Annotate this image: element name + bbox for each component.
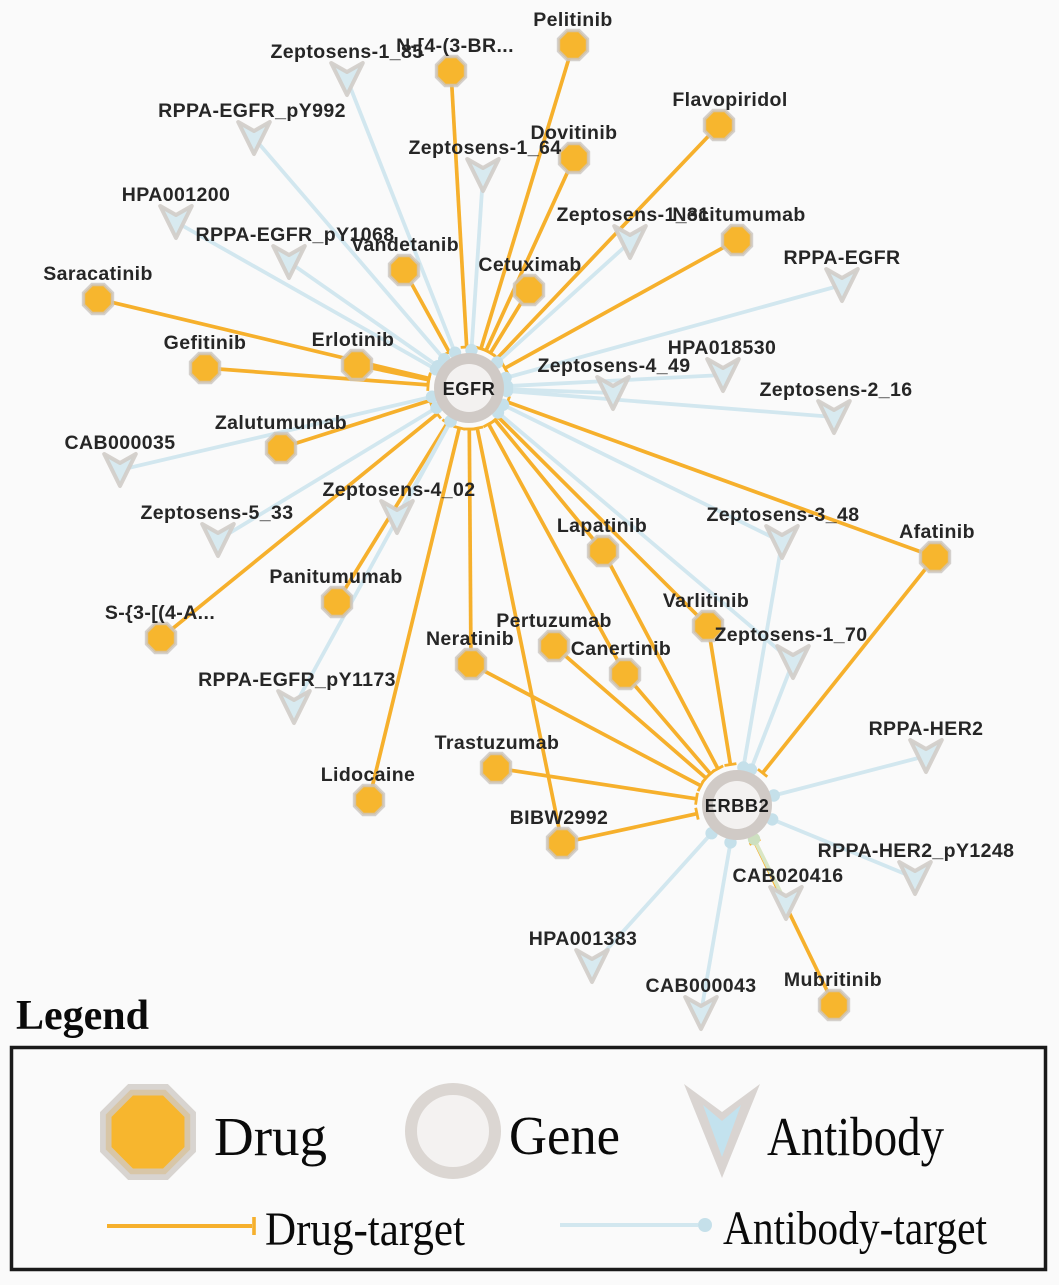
- svg-text:Zeptosens-5_33: Zeptosens-5_33: [141, 502, 294, 524]
- svg-text:CAB000035: CAB000035: [65, 432, 176, 454]
- svg-text:Dovitinib: Dovitinib: [530, 122, 617, 144]
- svg-text:Zeptosens-1_85: Zeptosens-1_85: [271, 41, 424, 63]
- svg-text:Antibody: Antibody: [767, 1106, 944, 1167]
- svg-text:Erlotinib: Erlotinib: [312, 329, 395, 351]
- svg-text:N-[4-(3-BR...: N-[4-(3-BR...: [396, 35, 514, 57]
- svg-text:HPA001383: HPA001383: [529, 928, 637, 950]
- svg-text:Gene: Gene: [509, 1105, 620, 1166]
- svg-text:Legend: Legend: [16, 993, 149, 1039]
- svg-text:Cetuximab: Cetuximab: [478, 254, 581, 276]
- svg-text:CAB000043: CAB000043: [646, 975, 757, 997]
- svg-text:Zeptosens-4_49: Zeptosens-4_49: [538, 355, 691, 377]
- svg-text:Lapatinib: Lapatinib: [557, 515, 647, 537]
- svg-text:Afatinib: Afatinib: [899, 521, 975, 543]
- svg-text:Trastuzumab: Trastuzumab: [435, 732, 560, 754]
- svg-text:Drug: Drug: [214, 1106, 327, 1167]
- svg-text:RPPA-EGFR_pY992: RPPA-EGFR_pY992: [158, 100, 346, 122]
- svg-text:RPPA-EGFR: RPPA-EGFR: [784, 247, 901, 269]
- svg-text:Antibody-target: Antibody-target: [723, 1202, 988, 1255]
- svg-text:ERBB2: ERBB2: [705, 795, 769, 816]
- svg-text:RPPA-HER2_pY1248: RPPA-HER2_pY1248: [818, 840, 1015, 862]
- svg-text:Pelitinib: Pelitinib: [533, 9, 612, 31]
- svg-text:Drug-target: Drug-target: [265, 1203, 466, 1256]
- svg-text:BIBW2992: BIBW2992: [510, 807, 609, 829]
- svg-text:Varlitinib: Varlitinib: [663, 590, 749, 612]
- svg-text:Gefitinib: Gefitinib: [164, 332, 247, 354]
- svg-text:Panitumumab: Panitumumab: [269, 566, 402, 588]
- svg-text:Mubritinib: Mubritinib: [784, 969, 882, 991]
- svg-text:Zeptosens-1_31: Zeptosens-1_31: [557, 204, 710, 226]
- svg-text:S-{3-[(4-A...: S-{3-[(4-A...: [105, 602, 215, 624]
- svg-text:EGFR: EGFR: [443, 378, 496, 399]
- svg-text:RPPA-HER2: RPPA-HER2: [869, 718, 984, 740]
- svg-text:CAB020416: CAB020416: [733, 865, 844, 887]
- svg-text:Zeptosens-1_64: Zeptosens-1_64: [409, 137, 562, 159]
- svg-text:Flavopiridol: Flavopiridol: [672, 89, 787, 111]
- svg-text:Saracatinib: Saracatinib: [43, 263, 153, 285]
- svg-text:Pertuzumab: Pertuzumab: [496, 610, 612, 632]
- svg-text:Neratinib: Neratinib: [426, 628, 514, 650]
- svg-text:Lidocaine: Lidocaine: [321, 764, 416, 786]
- svg-text:Zeptosens-4_02: Zeptosens-4_02: [323, 479, 476, 501]
- svg-text:Zeptosens-2_16: Zeptosens-2_16: [760, 379, 913, 401]
- svg-text:Canertinib: Canertinib: [571, 638, 671, 660]
- svg-text:RPPA-EGFR_pY1068: RPPA-EGFR_pY1068: [196, 224, 395, 246]
- svg-text:RPPA-EGFR_pY1173: RPPA-EGFR_pY1173: [198, 669, 396, 691]
- svg-text:HPA001200: HPA001200: [122, 184, 230, 206]
- svg-text:Zeptosens-1_70: Zeptosens-1_70: [715, 624, 868, 646]
- svg-text:Zalutumumab: Zalutumumab: [215, 412, 347, 434]
- svg-text:Zeptosens-3_48: Zeptosens-3_48: [707, 504, 860, 526]
- svg-text:HPA018530: HPA018530: [668, 337, 776, 359]
- svg-text:Vandetanib: Vandetanib: [351, 234, 459, 256]
- svg-text:Necitumumab: Necitumumab: [672, 204, 805, 226]
